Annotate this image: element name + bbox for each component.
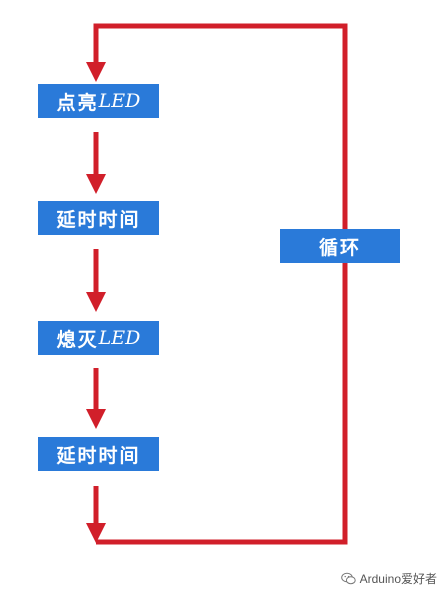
- loop-label: 循环: [318, 236, 361, 259]
- arrowhead-loop: [86, 523, 106, 543]
- arrowhead-step-4: [86, 409, 106, 429]
- arrowhead-step-3: [86, 292, 106, 312]
- watermark: Arduino爱好者: [340, 570, 437, 587]
- step-1-latin: LED: [98, 90, 141, 112]
- step-1-cjk: 点亮: [56, 91, 99, 114]
- step-3-latin: LED: [98, 327, 141, 349]
- watermark-text: Arduino爱好者: [359, 572, 437, 586]
- step-delay-2: 延时时间: [38, 437, 159, 471]
- step-3-cjk: 熄灭: [56, 328, 99, 351]
- step-4-cjk: 延时时间: [56, 444, 141, 467]
- step-delay-1: 延时时间: [38, 201, 159, 235]
- wechat-icon: [340, 572, 356, 585]
- loop-line-top: [93, 23, 348, 545]
- step-2-cjk: 延时时间: [56, 208, 141, 231]
- loop-label-box: 循环: [280, 229, 400, 263]
- arrowhead-step-1: [86, 62, 106, 82]
- arrowhead-step-2: [86, 174, 106, 194]
